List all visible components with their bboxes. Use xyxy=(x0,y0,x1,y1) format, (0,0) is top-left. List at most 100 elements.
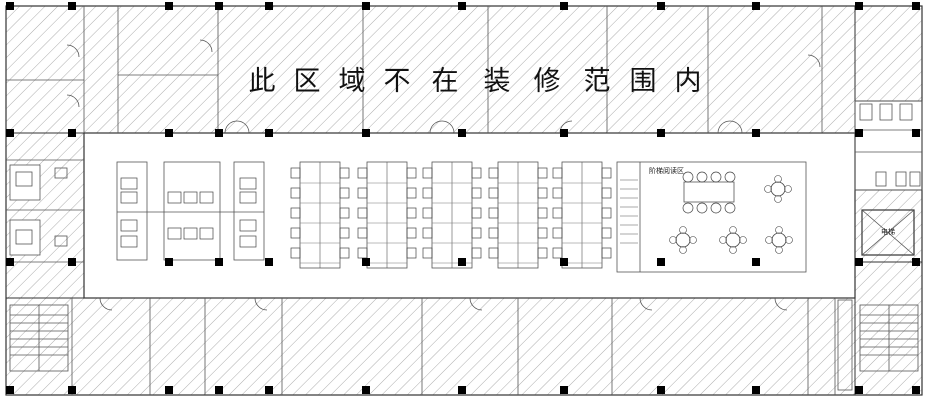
chair xyxy=(488,207,499,219)
chair xyxy=(552,227,563,239)
column xyxy=(657,386,665,394)
chair xyxy=(552,247,563,259)
chair xyxy=(239,219,257,232)
column xyxy=(362,129,370,137)
banner-char: 装 xyxy=(484,66,511,97)
chair xyxy=(120,219,138,232)
column xyxy=(560,129,568,137)
column xyxy=(215,2,223,10)
column xyxy=(752,2,760,10)
chair xyxy=(488,187,499,199)
chair xyxy=(471,187,482,199)
chair xyxy=(422,207,433,219)
banner-char: 区 xyxy=(294,66,321,97)
chair xyxy=(422,227,433,239)
column xyxy=(6,258,14,266)
banner-char: 此 xyxy=(249,66,276,97)
banner: 此 区 域 不 在 装 修 范 围 内 xyxy=(249,66,702,97)
round-table xyxy=(771,232,787,248)
meeting-table xyxy=(683,181,735,203)
chair xyxy=(406,187,417,199)
chair xyxy=(471,207,482,219)
chair xyxy=(339,167,350,179)
chair xyxy=(601,187,612,199)
column xyxy=(6,129,14,137)
column xyxy=(458,2,466,10)
east-hatched-zone xyxy=(854,189,923,263)
column xyxy=(912,258,920,266)
column xyxy=(68,258,76,266)
column xyxy=(560,258,568,266)
chair xyxy=(552,187,563,199)
chair xyxy=(406,207,417,219)
north-hatched-zone xyxy=(5,5,856,134)
northeast-hatched-zone xyxy=(854,5,923,102)
chair xyxy=(239,191,257,204)
chair xyxy=(406,167,417,179)
chair xyxy=(696,202,708,214)
elevator: 电梯 xyxy=(861,209,915,256)
column xyxy=(68,386,76,394)
round-table xyxy=(725,232,741,248)
chair xyxy=(120,191,138,204)
chair xyxy=(357,187,368,199)
chair xyxy=(357,207,368,219)
column xyxy=(752,258,760,266)
column xyxy=(165,129,173,137)
chair xyxy=(710,202,722,214)
column xyxy=(165,386,173,394)
banner-char: 在 xyxy=(432,66,459,97)
chair xyxy=(719,236,727,244)
round-table xyxy=(770,181,786,197)
left-chairs xyxy=(120,177,257,248)
column xyxy=(265,258,273,266)
chair xyxy=(120,177,138,190)
reading-furniture xyxy=(620,171,793,254)
north-partitions xyxy=(6,6,823,133)
chair xyxy=(775,226,783,234)
column xyxy=(657,129,665,137)
chair xyxy=(422,247,433,259)
chair xyxy=(339,187,350,199)
chair xyxy=(775,246,783,254)
renovation-zone xyxy=(83,132,856,299)
chair xyxy=(290,187,301,199)
chair xyxy=(471,227,482,239)
banner-char: 内 xyxy=(675,66,702,97)
round-table xyxy=(675,232,691,248)
chair xyxy=(764,185,772,193)
chair xyxy=(724,171,736,183)
banner-char: 围 xyxy=(630,66,657,97)
banner-char: 范 xyxy=(584,66,611,97)
chair xyxy=(290,227,301,239)
elevator-label: 电梯 xyxy=(881,227,895,236)
chair xyxy=(357,227,368,239)
south-partitions xyxy=(71,298,836,395)
column xyxy=(855,2,863,10)
chair xyxy=(290,207,301,219)
column xyxy=(855,129,863,137)
chair xyxy=(729,246,737,254)
chair xyxy=(537,247,548,259)
chair xyxy=(679,226,687,234)
chair xyxy=(199,227,214,240)
column xyxy=(458,258,466,266)
chair xyxy=(422,167,433,179)
chair xyxy=(488,227,499,239)
column xyxy=(458,129,466,137)
chair xyxy=(784,185,792,193)
banner-char: 修 xyxy=(534,66,561,97)
chair xyxy=(682,202,694,214)
chair xyxy=(552,167,563,179)
chair xyxy=(339,227,350,239)
east-core xyxy=(854,100,923,191)
chair xyxy=(724,202,736,214)
chair xyxy=(729,226,737,234)
chair xyxy=(422,187,433,199)
chair xyxy=(765,236,773,244)
column xyxy=(265,386,273,394)
chair xyxy=(488,167,499,179)
reading-area-label: 阶梯阅读区 xyxy=(649,166,684,175)
chair xyxy=(120,235,138,248)
chair xyxy=(406,247,417,259)
